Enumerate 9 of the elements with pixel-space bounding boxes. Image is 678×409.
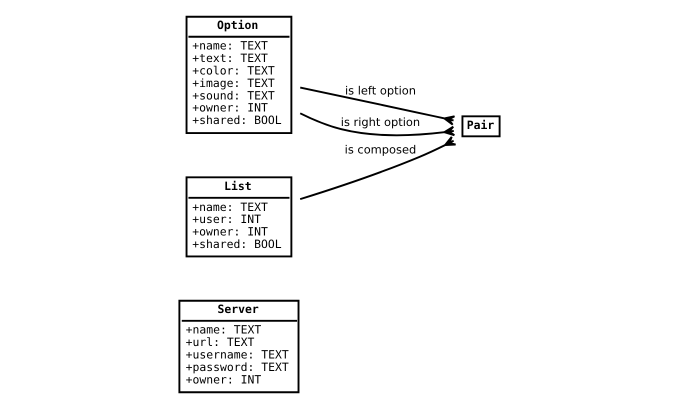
connector — [299, 136, 456, 200]
node-box: Pair — [460, 115, 500, 138]
edge-label: is left option — [344, 84, 416, 98]
node-box: List +name: TEXT +user: INT +owner: INT +shared: BOOL — [185, 176, 292, 258]
edge-label: is composed — [344, 142, 416, 157]
connector — [299, 112, 455, 136]
connector — [300, 86, 455, 126]
node-box: Option +name: TEXT +text: TEXT +color: TEXT +image: TEXT +sound: TEXT +owner: INT +shared: BOOL — [185, 16, 292, 134]
edge-label: is right option — [340, 114, 420, 129]
